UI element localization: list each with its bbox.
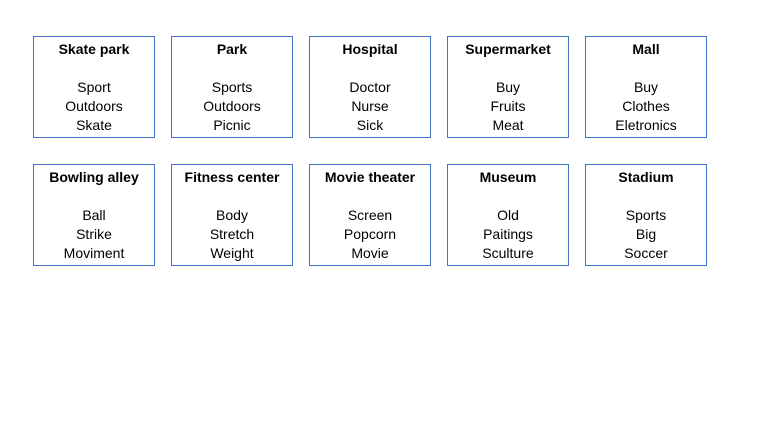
card-word: Meat: [492, 117, 524, 133]
card-title: Park: [216, 41, 248, 57]
card-word: Sculture: [482, 245, 534, 261]
card-word-list: Old Paitings Sculture: [448, 206, 568, 263]
card-word: Body: [216, 207, 248, 223]
card-word: Ball: [82, 207, 106, 223]
card-word: Old: [497, 207, 519, 223]
card-title: Mall: [632, 41, 660, 57]
card-word: Moviment: [63, 245, 125, 261]
card-word-list: Sports Outdoors Picnic: [172, 78, 292, 135]
card-supermarket: Supermarket Buy Fruits Meat: [447, 36, 569, 138]
card-word: Skate: [76, 117, 112, 133]
card-hospital: Hospital Doctor Nurse Sick: [309, 36, 431, 138]
card-fitness-center: Fitness center Body Stretch Weight: [171, 164, 293, 266]
card-word-list: Sport Outdoors Skate: [34, 78, 154, 135]
card-word: Fruits: [490, 98, 526, 114]
card-word: Clothes: [622, 98, 670, 114]
card-title: Supermarket: [465, 41, 551, 57]
card-word: Weight: [210, 245, 254, 261]
card-word: Nurse: [351, 98, 389, 114]
card-word-list: Screen Popcorn Movie: [310, 206, 430, 263]
card-word-list: Ball Strike Moviment: [34, 206, 154, 263]
card-word: Outdoors: [203, 98, 261, 114]
card-museum: Museum Old Paitings Sculture: [447, 164, 569, 266]
card-word-list: Body Stretch Weight: [172, 206, 292, 263]
card-word: Popcorn: [343, 226, 397, 242]
card-word: Strike: [76, 226, 112, 242]
card-bowling-alley: Bowling alley Ball Strike Moviment: [33, 164, 155, 266]
card-title: Skate park: [58, 41, 130, 57]
card-word: Doctor: [349, 79, 391, 95]
card-word: Outdoors: [65, 98, 123, 114]
card-word: Buy: [495, 79, 521, 95]
card-word: Stretch: [209, 226, 255, 242]
card-word: Sports: [211, 79, 253, 95]
card-word: Eletronics: [615, 117, 677, 133]
card-title: Bowling alley: [49, 169, 139, 185]
card-word: Picnic: [213, 117, 251, 133]
card-word: Screen: [347, 207, 393, 223]
card-word-list: Buy Clothes Eletronics: [586, 78, 706, 135]
card-title: Hospital: [342, 41, 398, 57]
card-title: Museum: [479, 169, 537, 185]
card-movie-theater: Movie theater Screen Popcorn Movie: [309, 164, 431, 266]
card-word-list: Sports Big Soccer: [586, 206, 706, 263]
card-word: Sport: [77, 79, 111, 95]
card-word: Sports: [625, 207, 667, 223]
card-title: Fitness center: [184, 169, 280, 185]
card-stadium: Stadium Sports Big Soccer: [585, 164, 707, 266]
card-title: Stadium: [618, 169, 674, 185]
card-mall: Mall Buy Clothes Eletronics: [585, 36, 707, 138]
card-word: Big: [635, 226, 657, 242]
card-title: Movie theater: [324, 169, 416, 185]
card-word-list: Doctor Nurse Sick: [310, 78, 430, 135]
card-skate-park: Skate park Sport Outdoors Skate: [33, 36, 155, 138]
card-word: Paitings: [483, 226, 533, 242]
card-park: Park Sports Outdoors Picnic: [171, 36, 293, 138]
card-word: Sick: [356, 117, 384, 133]
card-word: Buy: [633, 79, 659, 95]
card-grid: Skate park Sport Outdoors Skate Park Spo…: [33, 36, 707, 266]
card-word: Soccer: [624, 245, 668, 261]
card-word-list: Buy Fruits Meat: [448, 78, 568, 135]
card-word: Movie: [351, 245, 389, 261]
